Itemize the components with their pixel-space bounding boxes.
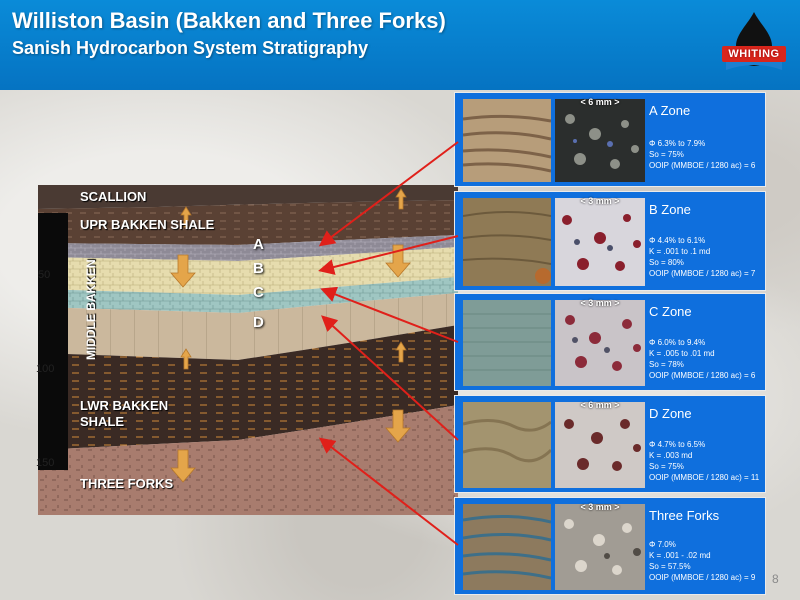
slide-title: Williston Basin (Bakken and Three Forks) [12,8,446,33]
core-photo-c [463,300,551,386]
scale-label-a: < 6 mm > [580,97,620,107]
zone-name-a: A Zone [649,103,691,118]
zone-panel-c: < 3 mm > C Zone Φ 6.0% to 9.4% K = .005 … [454,293,766,391]
label-scallion: SCALLION [80,189,147,204]
zone-letter-d: D [253,314,264,331]
scale-label-d: < 6 mm > [580,400,620,410]
zone-prop: So = 78% [649,360,684,369]
depth-label-100: 100 [36,363,55,375]
zone-name-d: D Zone [649,406,692,421]
slide-subtitle: Sanish Hydrocarbon System Stratigraphy [12,38,369,58]
zone-prop: So = 80% [649,258,684,267]
zone-name-three-forks: Three Forks [649,508,720,523]
thin-section-b [555,198,645,286]
label-lwr-bakken-1: LWR BAKKEN [80,398,169,413]
zone-props-three-forks: Φ 7.0% K = .001 - .02 md So = 57.5% OOIP… [649,539,755,583]
thin-section-three-forks [555,504,645,590]
depth-label-50: 50 [38,269,51,281]
zone-prop: OOIP (MMBOE / 1280 ac) = 7 [649,269,756,278]
core-photo-d [463,402,551,488]
scale-label-three-forks: < 3 mm > [580,502,620,512]
scale-label-c: < 3 mm > [580,298,620,308]
zone-letter-b: B [253,260,264,277]
zone-props-d: Φ 4.7% to 6.5% K = .003 md So = 75% OOIP… [649,439,759,483]
zone-panel-a: < 6 mm > A Zone Φ 6.3% to 7.9% So = 75% … [454,92,766,187]
zone-letter-a: A [253,236,264,253]
zone-prop: OOIP (MMBOE / 1280 ac) = 6 [649,371,756,380]
label-middle-bakken: MIDDLE BAKKEN [84,259,98,360]
zone-props-a: Φ 6.3% to 7.9% So = 75% OOIP (MMBOE / 12… [649,138,755,171]
label-lwr-bakken-2: SHALE [80,414,125,429]
depth-label-150: 150 [36,457,55,469]
zone-name-c: C Zone [649,304,692,319]
zone-prop: K = .001 to .1 md [649,247,711,256]
zone-prop: Φ 4.7% to 6.5% [649,440,706,449]
page-number: 8 [772,572,779,586]
zone-prop: K = .001 - .02 md [649,551,711,560]
slide-header: Williston Basin (Bakken and Three Forks)… [0,0,800,90]
core-photo-a [463,99,551,182]
zone-prop: Φ 4.4% to 6.1% [649,236,706,245]
zone-prop: K = .003 md [649,451,693,460]
zone-prop: OOIP (MMBOE / 1280 ac) = 11 [649,473,760,482]
thin-section-c [555,300,645,386]
zone-letter-c: C [253,284,264,301]
zone-prop: Φ 7.0% [649,540,676,549]
depth-scale-bar [38,213,68,470]
zone-prop: OOIP (MMBOE / 1280 ac) = 6 [649,161,756,170]
label-upr-bakken-shale: UPR BAKKEN SHALE [80,217,215,232]
stratigraphy-diagram [38,185,458,515]
core-photo-b [463,198,551,286]
scale-label-b: < 3 mm > [580,196,620,206]
zone-prop: OOIP (MMBOE / 1280 ac) = 9 [649,573,756,582]
zone-props-b: Φ 4.4% to 6.1% K = .001 to .1 md So = 80… [649,235,755,279]
thin-section-a [555,99,645,182]
label-three-forks: THREE FORKS [80,476,174,491]
whiting-logo: WHITING [718,10,790,80]
zone-prop: So = 57.5% [649,562,691,571]
zone-prop: Φ 6.3% to 7.9% [649,139,706,148]
zone-props-c: Φ 6.0% to 9.4% K = .005 to .01 md So = 7… [649,337,755,381]
logo-text: WHITING [728,48,780,60]
zone-panel-three-forks: < 3 mm > Three Forks Φ 7.0% K = .001 - .… [454,497,766,595]
zone-prop: K = .005 to .01 md [649,349,715,358]
zone-name-b: B Zone [649,202,691,217]
zone-prop: So = 75% [649,462,684,471]
zone-prop: So = 75% [649,150,684,159]
zone-prop: Φ 6.0% to 9.4% [649,338,706,347]
core-photo-three-forks [463,504,551,590]
zone-panel-d: < 6 mm > D Zone Φ 4.7% to 6.5% K = .003 … [454,395,766,493]
zone-panel-b: < 3 mm > B Zone Φ 4.4% to 6.1% K = .001 … [454,191,766,291]
thin-section-d [555,402,645,488]
